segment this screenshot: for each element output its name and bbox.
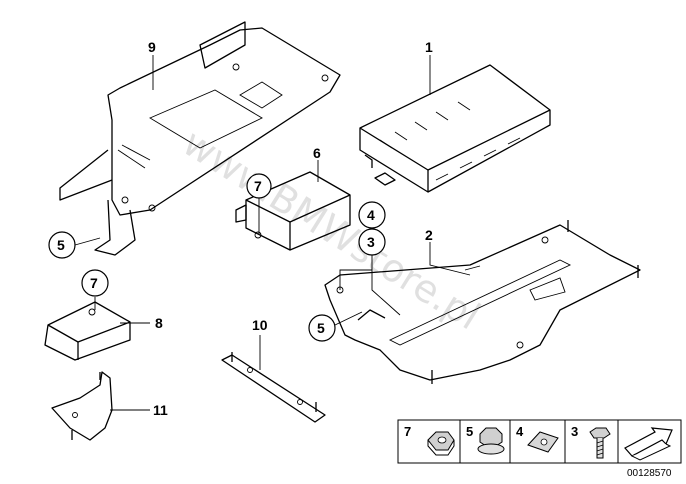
callout-5a-circle: 5 xyxy=(48,231,76,259)
leader-5b xyxy=(334,311,363,326)
leader-2 xyxy=(429,242,471,276)
legend-num-3: 3 xyxy=(571,424,578,439)
part-11-bracket xyxy=(51,371,113,441)
callout-11: 11 xyxy=(153,402,168,418)
callout-7b-circle: 7 xyxy=(81,269,109,297)
nut-icon xyxy=(427,431,455,456)
part-8-module xyxy=(44,301,131,361)
watermark: www.BMWstore.pl xyxy=(175,120,488,338)
callout-4: 4 xyxy=(367,207,375,223)
legend-num-7: 7 xyxy=(404,424,411,439)
part-10-strip xyxy=(221,352,326,423)
callout-3-circle: 3 xyxy=(358,228,386,256)
part-9-bracket xyxy=(59,21,341,256)
callout-5b: 5 xyxy=(317,320,325,336)
legend-num-4: 4 xyxy=(516,424,524,439)
part-6-module xyxy=(235,171,351,251)
leader-5a xyxy=(74,237,101,246)
callout-5a: 5 xyxy=(57,237,65,253)
callout-7b: 7 xyxy=(90,275,98,291)
callout-2: 2 xyxy=(425,227,433,243)
flange-nut-icon xyxy=(477,427,505,455)
leader-3 xyxy=(339,250,401,316)
callout-4-circle: 4 xyxy=(358,201,386,229)
part-1-control-unit xyxy=(359,64,551,193)
screw-icon xyxy=(589,427,611,459)
clip-nut-icon xyxy=(527,431,559,453)
legend-num-5: 5 xyxy=(466,424,473,439)
callout-9: 9 xyxy=(148,39,156,55)
callout-7a: 7 xyxy=(254,178,262,194)
diagram-reference-number: 00128570 xyxy=(627,468,672,479)
callout-8: 8 xyxy=(155,315,163,331)
fastener-legend: 7 5 4 3 xyxy=(397,419,682,464)
direction-arrow-icon xyxy=(624,427,673,461)
callout-10: 10 xyxy=(252,317,268,333)
part-2-tray xyxy=(324,220,641,384)
callout-5b-circle: 5 xyxy=(308,314,336,342)
callout-1: 1 xyxy=(425,39,433,55)
callout-7a-circle: 7 xyxy=(246,173,272,199)
callout-6: 6 xyxy=(313,145,321,161)
callout-3: 3 xyxy=(367,234,375,250)
